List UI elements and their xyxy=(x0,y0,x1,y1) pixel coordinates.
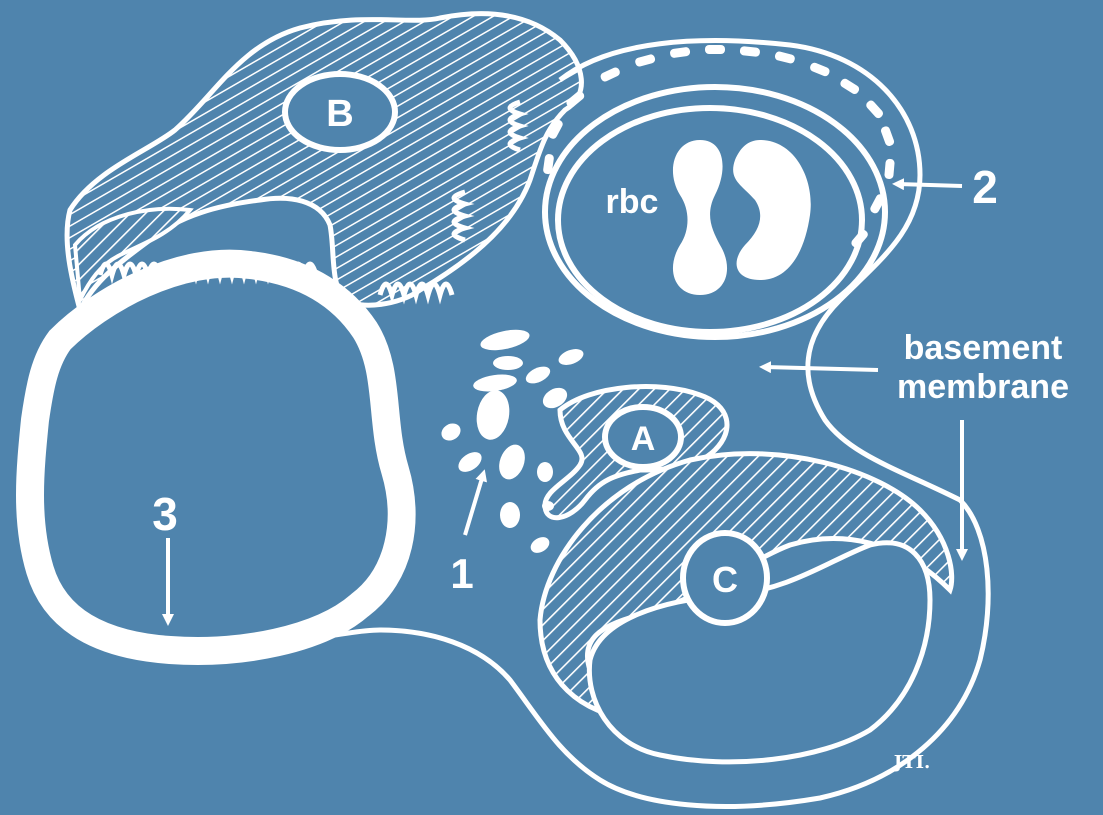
capillary-wall xyxy=(545,87,885,337)
pointer-2-arrow xyxy=(898,184,962,186)
thick-wall-lumen xyxy=(30,264,402,651)
nucleus-b-label: B xyxy=(326,93,353,135)
nucleus-a-label: A xyxy=(631,420,656,458)
pointer-2-label: 2 xyxy=(972,161,998,213)
pointer-1-label: 1 xyxy=(450,550,473,597)
pointer-3-label: 3 xyxy=(152,488,178,540)
nucleus-c-label: C xyxy=(712,559,738,600)
basement-membrane-label-line2: membrane xyxy=(897,368,1069,406)
artist-signature: JTI. xyxy=(892,752,931,773)
basement-membrane-label-line1: basement xyxy=(904,329,1063,367)
rbc-left xyxy=(673,140,727,295)
rbc-right xyxy=(733,140,811,280)
basement-membrane-arrow-left xyxy=(765,367,878,370)
rbc-label: rbc xyxy=(606,183,659,221)
granular-deposits xyxy=(438,326,585,556)
pointer-1-arrow xyxy=(465,475,483,535)
